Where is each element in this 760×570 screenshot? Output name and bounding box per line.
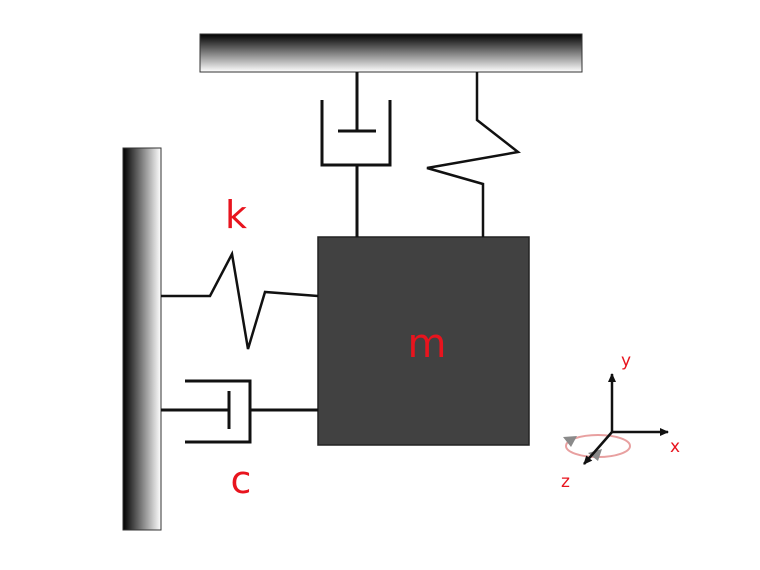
wall-support [122,147,162,531]
vertical-spring [426,72,521,237]
horizontal-spring [161,250,319,350]
spring-constant-label: k [225,193,247,237]
rotation-arrow-icon [563,436,577,447]
ceiling-support [199,33,583,73]
damping-coefficient-label: c [231,458,252,502]
mass-label: m [408,321,447,367]
z-axis-label: z [561,472,570,492]
coordinate-axes-icon: y x z [561,351,680,492]
mass-block [317,236,530,446]
x-axis-label: x [670,437,680,457]
horizontal-damper [161,379,318,444]
rotation-arrow-icon [588,449,602,461]
z-axis-arrow [583,431,613,465]
y-axis-label: y [621,351,631,371]
vertical-damper [320,72,392,237]
